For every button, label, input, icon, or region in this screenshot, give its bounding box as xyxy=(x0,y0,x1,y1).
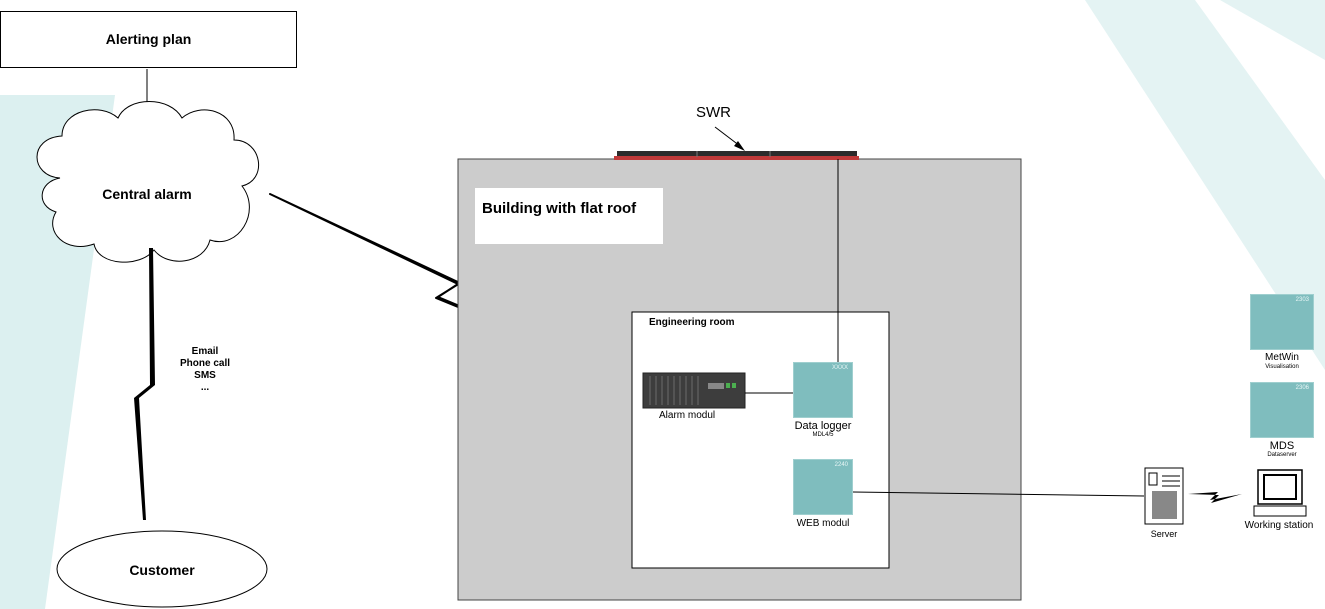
link-server-to-station xyxy=(1188,492,1242,503)
working-station-label: Working station xyxy=(1244,520,1314,531)
mds-label: MDS xyxy=(1269,440,1295,452)
data-logger-sublabel: MDL4/5 xyxy=(812,432,834,438)
web-modul-label: WEB modul xyxy=(796,518,850,529)
data-logger-panel: XXXX xyxy=(793,362,853,418)
channel-list: Email Phone call SMS ... xyxy=(165,346,245,394)
customer-ellipse xyxy=(56,530,268,608)
central-alarm-label: Central alarm xyxy=(102,186,192,202)
alarm-modul-display xyxy=(708,383,724,389)
swr-pointer xyxy=(714,126,741,147)
metwin-panel: 2303 xyxy=(1250,294,1314,350)
bg-stripe-right-1 xyxy=(1085,0,1325,370)
alarm-modul-led-2 xyxy=(732,383,736,388)
engineering-room-box xyxy=(631,311,890,569)
metwin-tag: 2303 xyxy=(1295,297,1309,303)
server-vents xyxy=(1152,491,1177,519)
data-logger-tag: XXXX xyxy=(831,365,848,371)
working-station-keyboard xyxy=(1253,505,1307,517)
mds-tag: 2306 xyxy=(1295,385,1309,391)
data-logger-label: Data logger xyxy=(794,420,852,432)
central-alarm-cloud xyxy=(36,101,259,263)
swr-sensor-base xyxy=(614,156,859,160)
mds-sublabel: Dataserver xyxy=(1267,452,1297,458)
channel-more: ... xyxy=(200,382,210,393)
metwin-sublabel: Visualisation xyxy=(1265,364,1299,370)
metwin-label: MetWin xyxy=(1265,352,1299,363)
link-alarm-to-customer xyxy=(134,248,155,520)
customer-label: Customer xyxy=(129,562,195,578)
alarm-modul-led-1 xyxy=(726,383,730,388)
cable-web-to-server xyxy=(852,491,1145,497)
building-title: Building with flat roof xyxy=(482,200,637,217)
web-modul-tag: 2240 xyxy=(834,462,848,468)
bg-stripe-right-2 xyxy=(1220,0,1325,60)
server-label: Server xyxy=(1150,529,1178,539)
alarm-modul-rack xyxy=(642,372,746,409)
alerting-plan-box xyxy=(0,11,297,68)
alarm-modul-label: Alarm modul xyxy=(659,410,716,421)
swr-label: SWR xyxy=(696,104,731,121)
channel-sms: SMS xyxy=(194,370,216,381)
engineering-room-label: Engineering room xyxy=(649,317,735,328)
alarm-modul-slots xyxy=(649,376,699,405)
working-station-screen xyxy=(1263,474,1297,500)
channel-phone: Phone call xyxy=(179,358,230,369)
web-modul-panel: 2240 xyxy=(793,459,853,515)
swr-sensor-body xyxy=(617,151,857,158)
alerting-plan-label: Alerting plan xyxy=(105,31,192,47)
mds-panel: 2306 xyxy=(1250,382,1314,438)
building-title-box xyxy=(475,188,663,244)
server-details xyxy=(1148,472,1180,487)
swr-pointer-head xyxy=(734,141,745,151)
channel-email: Email xyxy=(191,346,219,357)
